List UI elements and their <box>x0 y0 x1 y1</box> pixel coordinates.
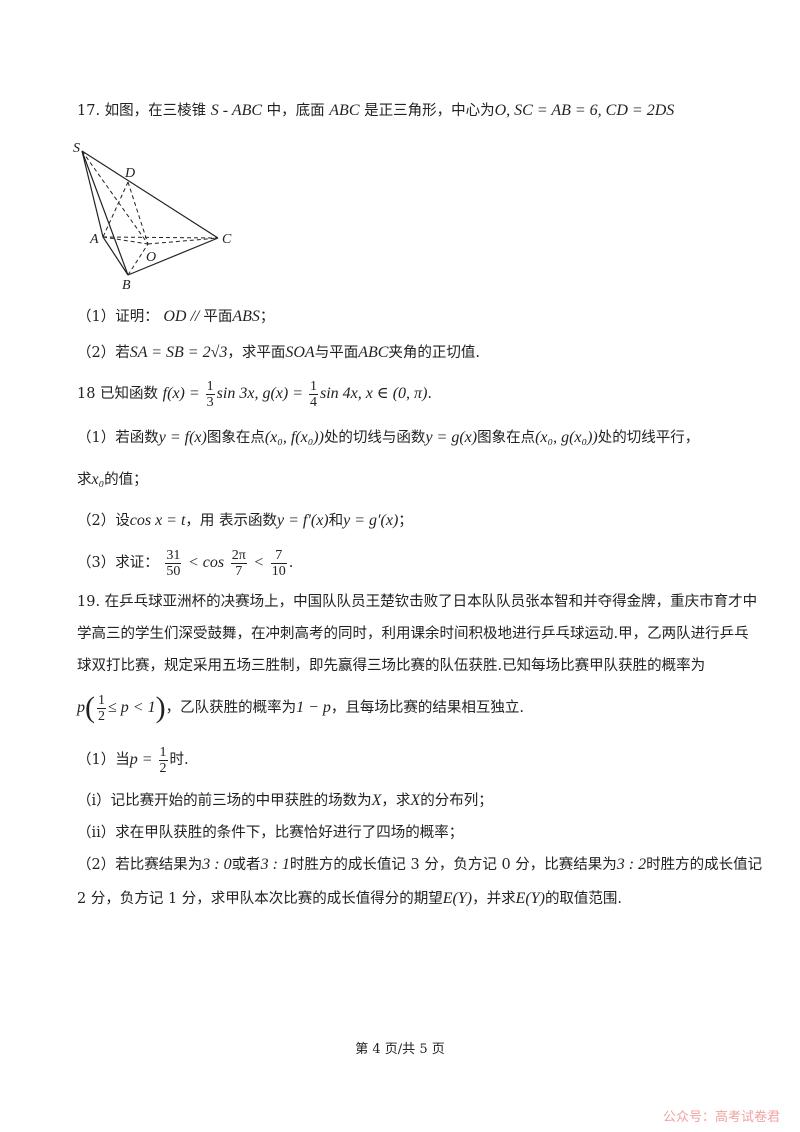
q19-line2: 学高三的学生们深受鼓舞，在冲刺高考的同时，利用课余时间积极地进行乒乓球运动.甲，… <box>77 626 749 642</box>
label-S: S <box>73 141 80 156</box>
q19-part2-line2: 2 分，负方记 1 分，求甲队本次比赛的成长值得分的期望E(Y)，并求E(Y)的… <box>77 890 623 907</box>
q17-condition: O, SC = AB = 6, CD = 2DS <box>494 102 675 119</box>
q19-part1-i: （i）记比赛开始的前三场的中甲获胜的场数为X，求X的分布列； <box>77 792 493 809</box>
q19-line3: 球双打比赛，规定采用五场三胜制，即先赢得三场比赛的队伍获胜.已知每场比赛甲队获胜… <box>77 658 706 674</box>
label-D: D <box>124 166 135 181</box>
pyramid-name: S - ABC <box>210 102 263 119</box>
watermark: 公众号：高考试卷君 <box>662 1110 780 1125</box>
q19-line1: 19. 在乒乓球亚洲杯的决赛场上，中国队队员王楚钦击败了日本队队员张本智和并夺得… <box>77 594 758 610</box>
q17-part1: （1）证明： OD // 平面ABS； <box>77 308 275 325</box>
q18-part1-line2: 求x₀的值； <box>77 471 148 488</box>
q17-part2: （2）若SA = SB = 2√3，求平面SOA与平面ABC夹角的正切值. <box>77 344 481 361</box>
label-O: O <box>146 250 156 265</box>
label-A: A <box>89 232 99 247</box>
page-footer: 第 4 页/共 5 页 <box>355 1042 445 1057</box>
q18-part2: （2）设cos x = t，用 表示函数y = f′(x)和y = g′(x)； <box>77 512 413 529</box>
q17-stem: 17. 如图，在三棱锥 S - ABC 中，底面 ABC 是正三角形，中心为O,… <box>77 102 675 119</box>
q18-part1-line1: （1）若函数y = f(x)图象在点(x₀, f(x₀))处的切线与函数y = … <box>77 429 700 446</box>
label-B: B <box>122 278 131 290</box>
pyramid-figure: S D A O C B <box>73 141 232 290</box>
q19-part1-ii: （ii）求在甲队获胜的条件下，比赛恰好进行了四场的概率； <box>77 825 464 841</box>
label-C: C <box>222 232 232 247</box>
q19-part2-line1: （2）若比赛结果为3 : 0或者3 : 1时胜方的成长值记 3 分，负方记 0 … <box>77 856 763 873</box>
base-name: ABC <box>329 102 360 119</box>
